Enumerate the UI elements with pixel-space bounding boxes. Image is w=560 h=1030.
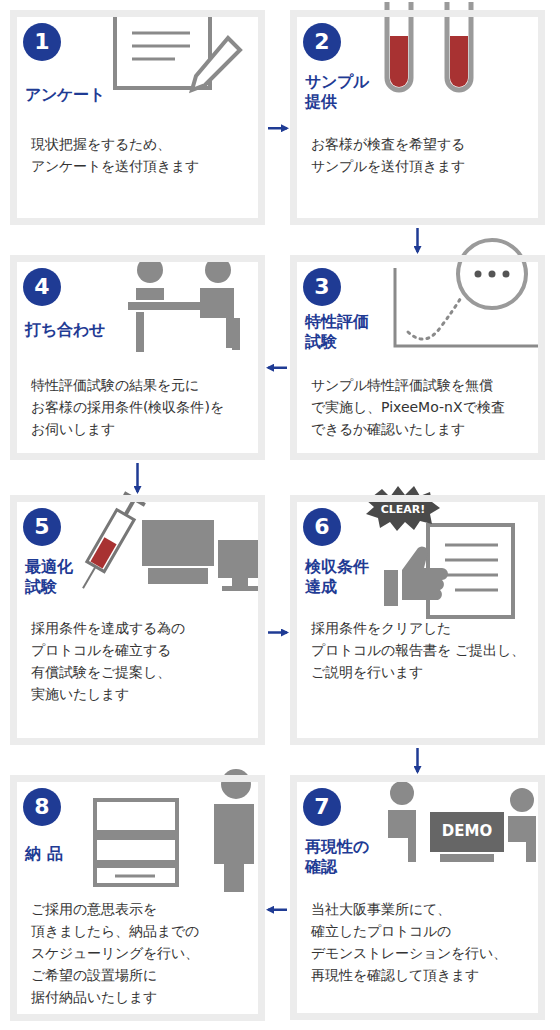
step-number: 1 (23, 23, 61, 61)
step-number: 3 (303, 268, 341, 306)
step-panel: 1 アンケート現状把握をするため、 アンケートを送付頂きます (10, 10, 265, 225)
step-title: 打ち合わせ (25, 320, 145, 340)
step-title: アンケート (25, 85, 145, 105)
step-description: 現状把握をするため、 アンケートを送付頂きます (31, 133, 257, 177)
step-description: お客様が検査を希望する サンプルを送付頂きます (311, 133, 537, 177)
step-number: 2 (303, 23, 341, 61)
step-description: 採用条件を達成する為の プロトコルを確立する 有償試験をご提案し、 実施いたしま… (31, 617, 257, 705)
step-title: 特性評価 試験 (305, 312, 385, 352)
step-panel: 8 納 品ご採用の意思表示を 頂きましたら、納品までの スケジューリングを行い、 … (10, 775, 265, 1021)
step-title: 納 品 (25, 844, 105, 864)
step-number: 6 (303, 508, 341, 546)
step-title: 検収条件 達成 (305, 557, 385, 597)
demo-icon (388, 781, 536, 862)
step-number: 4 (23, 268, 61, 306)
flow-arrow (268, 367, 287, 370)
step-panel: 4 打ち合わせ特性評価試験の結果を元に お客様の採用条件(検収条件)を お伺いしま… (10, 255, 265, 460)
flow-arrow (268, 127, 287, 130)
person-icon (214, 769, 254, 892)
step-panel: 5 最適化 試験採用条件を達成する為の プロトコルを確立する 有償試験をご提案し、… (10, 495, 265, 745)
flow-arrow (268, 909, 287, 912)
machine-icon (95, 800, 177, 885)
step-title: サンプル 提供 (305, 72, 385, 112)
step-panel: 6 検収条件 達成採用条件をクリアした プロトコルの報告書を ご提出し、ご説明を行… (290, 495, 545, 745)
screen-text: DEMO (430, 822, 504, 841)
document-icon (115, 14, 240, 90)
flow-arrow (416, 228, 419, 252)
step-panel: 7 再現性の 確認当社大阪事業所にて、 確立したプロトコルの デモンストレーション… (290, 775, 545, 1020)
step-number: 7 (303, 788, 341, 826)
step-description: サンプル特性評価試験を無償 で実施し、PixeeMo-nXで検査 できるか確認い… (311, 374, 537, 440)
flow-arrow (268, 631, 287, 634)
step-description: 採用条件をクリアした プロトコルの報告書を ご提出し、ご説明を行います (311, 617, 537, 683)
step-description: 当社大阪事業所にて、 確立したプロトコルの デモンストレーションを行い、 再現性… (311, 898, 537, 986)
flow-arrow (136, 463, 139, 492)
step-description: ご採用の意思表示を 頂きましたら、納品までの スケジューリングを行い、 ご希望の… (31, 898, 257, 1008)
monitor-icon (142, 520, 262, 591)
step-description: 特性評価試験の結果を元に お客様の採用条件(検収条件)を お伺いします (31, 374, 257, 440)
clear-burst (366, 486, 440, 531)
syringe-icon (73, 493, 145, 594)
step-number: 5 (23, 508, 61, 546)
flow-arrow (416, 748, 419, 772)
meeting-icon (128, 257, 240, 352)
step-number: 8 (23, 788, 61, 826)
step-panel: 2 サンプル 提供お客様が検査を希望する サンプルを送付頂きます (290, 10, 545, 225)
thumb-icon (384, 546, 448, 606)
step-title: 最適化 試験 (25, 557, 85, 597)
badge-text: CLEAR! (366, 502, 440, 517)
step-panel: 3 特性評価 試験サンプル特性評価試験を無償 で実施し、PixeeMo-nXで検査… (290, 255, 545, 460)
step-title: 再現性の 確認 (305, 837, 385, 877)
